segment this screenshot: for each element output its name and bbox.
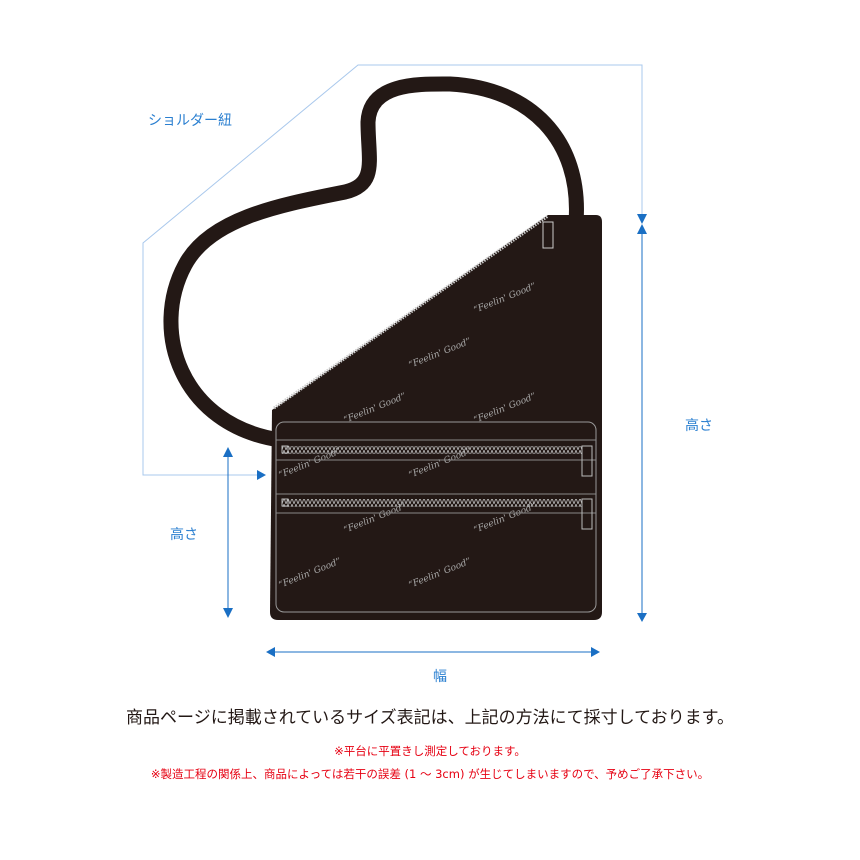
height-label-right: 高さ [685,418,713,434]
pocket-zipper-1 [276,439,596,477]
pocket-zipper-2 [276,493,596,530]
front-pocket [275,421,597,613]
note-flat-measure: ※平台に平置きし測定しております。 [334,744,526,758]
shoulder-strap-label: ショルダー紐 [148,113,232,129]
strap-guide-line [142,64,643,476]
height-dimension-right [637,214,647,622]
width-dimension [266,647,600,657]
note-tolerance: ※製造工程の関係上、商品によっては若干の誤差 (1 ～ 3cm) が生じてしまい… [150,767,710,781]
bag-body [270,215,602,620]
diagonal-zipper-pull [542,221,554,249]
width-label: 幅 [433,669,447,685]
measurement-note: 商品ページに掲載されているサイズ表記は、上記の方法にて採寸しております。 [126,708,734,728]
diagonal-zipper [273,214,549,410]
shoulder-strap [163,76,584,448]
height-dimension-left [223,447,233,618]
height-label-left: 高さ [170,527,198,543]
strap-guide-arrow [257,470,266,480]
